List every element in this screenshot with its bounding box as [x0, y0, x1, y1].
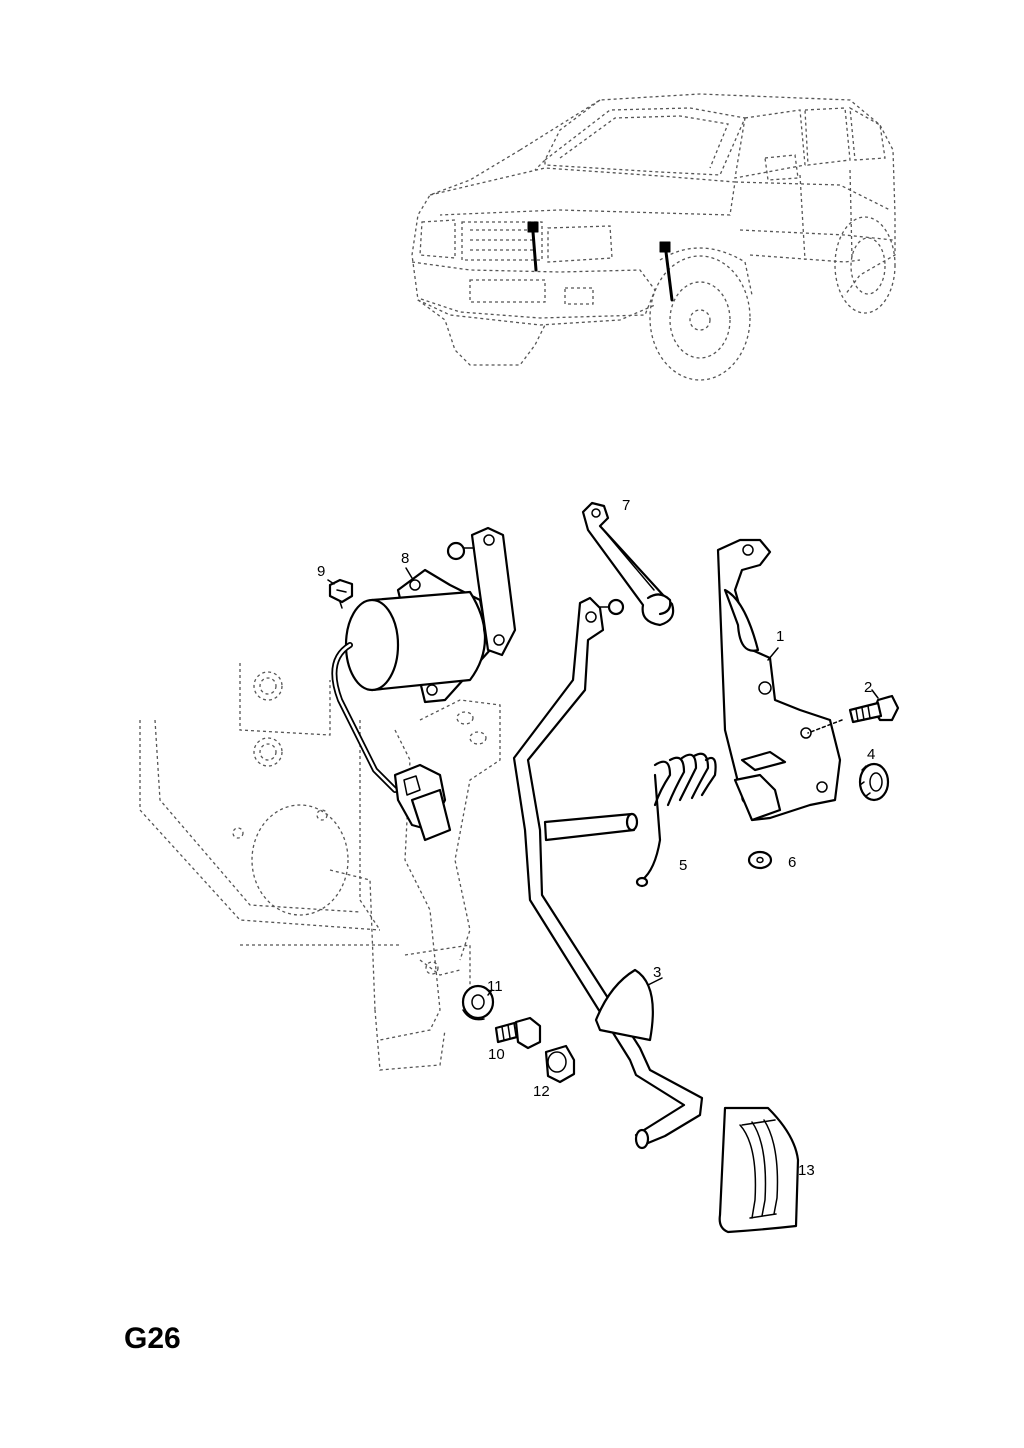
- callout-13: 13: [798, 1162, 815, 1179]
- part-12-stopper-cap: [544, 1044, 576, 1084]
- callout-2: 2: [864, 679, 872, 696]
- callout-4: 4: [867, 746, 875, 763]
- part-3-pedal-arm: [512, 596, 704, 1150]
- callout-8: 8: [401, 550, 409, 567]
- part-1-mounting-bracket: [716, 538, 842, 822]
- callout-1: 1: [776, 628, 784, 645]
- callout-3: 3: [653, 964, 661, 981]
- part-9-screw: [328, 578, 354, 609]
- callout-7: 7: [622, 497, 630, 514]
- part-10-bolt: [494, 1016, 542, 1050]
- callout-6: 6: [788, 854, 796, 871]
- part-6-washer: [747, 850, 773, 870]
- part-7-link-rod: [581, 501, 675, 627]
- part-4-nut: [858, 762, 890, 802]
- callout-12: 12: [533, 1083, 550, 1100]
- vehicle-overview-illustration: [411, 93, 896, 381]
- callout-11: 11: [487, 978, 503, 995]
- bulkhead-background: [139, 663, 501, 1071]
- part-11-bush: [461, 984, 495, 1021]
- part-2-bolt: [807, 694, 900, 734]
- callout-5: 5: [679, 857, 687, 874]
- callout-9: 9: [317, 563, 325, 580]
- leader-lines: [327, 567, 879, 996]
- page-code: G26: [124, 1322, 181, 1355]
- callout-10: 10: [488, 1046, 505, 1063]
- part-5-spring: [543, 752, 717, 888]
- callout-labels: 1 2 3 4 5 6 7 8 9 10 11 12 13: [317, 497, 875, 1179]
- part-8-sensor-unit: [331, 526, 517, 842]
- part-13-pedal-pad: [718, 1106, 800, 1234]
